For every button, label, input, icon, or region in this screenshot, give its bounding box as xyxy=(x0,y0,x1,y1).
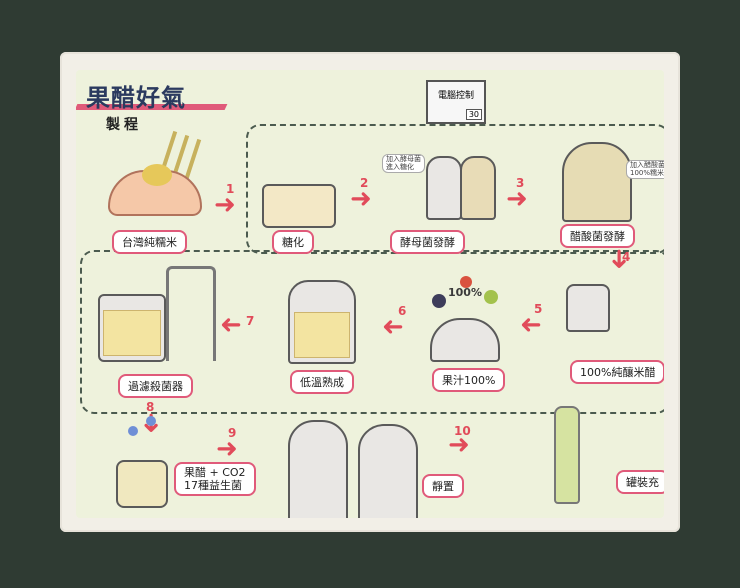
arrow-10: ➜ xyxy=(448,430,470,460)
storage-silo-right xyxy=(358,424,418,518)
saccharification-vessel xyxy=(262,184,336,228)
step-label-yeast: 酵母菌發酵 xyxy=(390,230,465,254)
row2-dashed-frame xyxy=(80,250,664,414)
arrow-4: ➜ xyxy=(603,248,634,270)
step-number-7: 7 xyxy=(246,314,255,328)
step-label-acetic: 醋酸菌發酵 xyxy=(560,224,635,248)
filter-tank xyxy=(98,294,166,362)
juice-vessel xyxy=(430,318,500,362)
step-number-9: 9 xyxy=(228,426,237,440)
maturation-liquid xyxy=(294,312,350,358)
acetic-tank xyxy=(562,142,632,222)
filter-pipes xyxy=(166,266,216,361)
fruit xyxy=(432,294,446,308)
yeast-tank-left xyxy=(426,156,462,220)
step-label-saccharification: 糖化 xyxy=(272,230,314,254)
brand-subtitle: 製程 xyxy=(106,117,142,133)
step-label-juice: 果汁100% xyxy=(432,368,506,392)
step-number-10: 10 xyxy=(454,424,471,438)
fruit xyxy=(484,290,498,304)
step-number-1: 1 xyxy=(226,182,235,196)
juice-fruits: 100% xyxy=(432,276,502,318)
note-acetic: 加入醋酸菌 100%糯米 xyxy=(626,160,664,180)
step-label-maturation: 低溫熟成 xyxy=(290,370,354,394)
process-poster: 果醋好氣 製程 電腦控制 30 台灣純糯米 1 ➜ 糖化 2 ➜ 加入酵母菌 進… xyxy=(76,70,664,518)
computer-label: 電腦控制 xyxy=(437,91,474,101)
step-number-4: 4 xyxy=(622,250,631,264)
bubble xyxy=(128,426,138,436)
bottle xyxy=(554,406,580,504)
grain-pile xyxy=(142,164,172,186)
arrow-2: ➜ xyxy=(350,184,372,214)
arrow-6: ➜ xyxy=(382,312,404,342)
maturation-tank xyxy=(288,280,356,364)
note-yeast: 加入酵母菌 進入糖化 xyxy=(382,154,425,174)
arrow-9: ➜ xyxy=(216,434,238,464)
step-label-bottling: 罐裝充 xyxy=(616,470,664,494)
arrow-5: ➜ xyxy=(520,310,542,340)
step-label-filter: 過濾殺菌器 xyxy=(118,374,193,398)
fruit-badge: 100% xyxy=(448,286,482,299)
yeast-tank-right xyxy=(460,156,496,220)
step-number-8: 8 xyxy=(146,400,155,414)
step-label-resting: 靜置 xyxy=(422,474,464,498)
storage-silo-left xyxy=(288,420,348,518)
brand-logo: 果醋好氣 xyxy=(86,83,186,112)
fruit xyxy=(460,276,472,288)
rice-illustration xyxy=(102,130,212,220)
vinegar-tank xyxy=(566,284,610,332)
arrow-1: ➜ xyxy=(214,190,236,220)
step-label-carbonation: 果醋 + CO2 17種益生菌 xyxy=(174,462,256,497)
bubble xyxy=(146,416,156,426)
arrow-3: ➜ xyxy=(506,184,528,214)
carbonation-jar xyxy=(116,460,168,508)
step-label-rice: 台灣純糯米 xyxy=(112,230,187,254)
computer-readout: 30 xyxy=(465,109,482,120)
step-number-5: 5 xyxy=(534,302,543,316)
step-number-3: 3 xyxy=(516,176,525,190)
step-label-pure-vinegar: 100%純釀米醋 xyxy=(570,360,664,384)
step-number-2: 2 xyxy=(360,176,369,190)
arrow-7: ➜ xyxy=(220,310,242,340)
step-number-6: 6 xyxy=(398,304,407,318)
computer-monitor: 電腦控制 30 xyxy=(426,80,486,124)
filter-liquid xyxy=(103,310,161,356)
